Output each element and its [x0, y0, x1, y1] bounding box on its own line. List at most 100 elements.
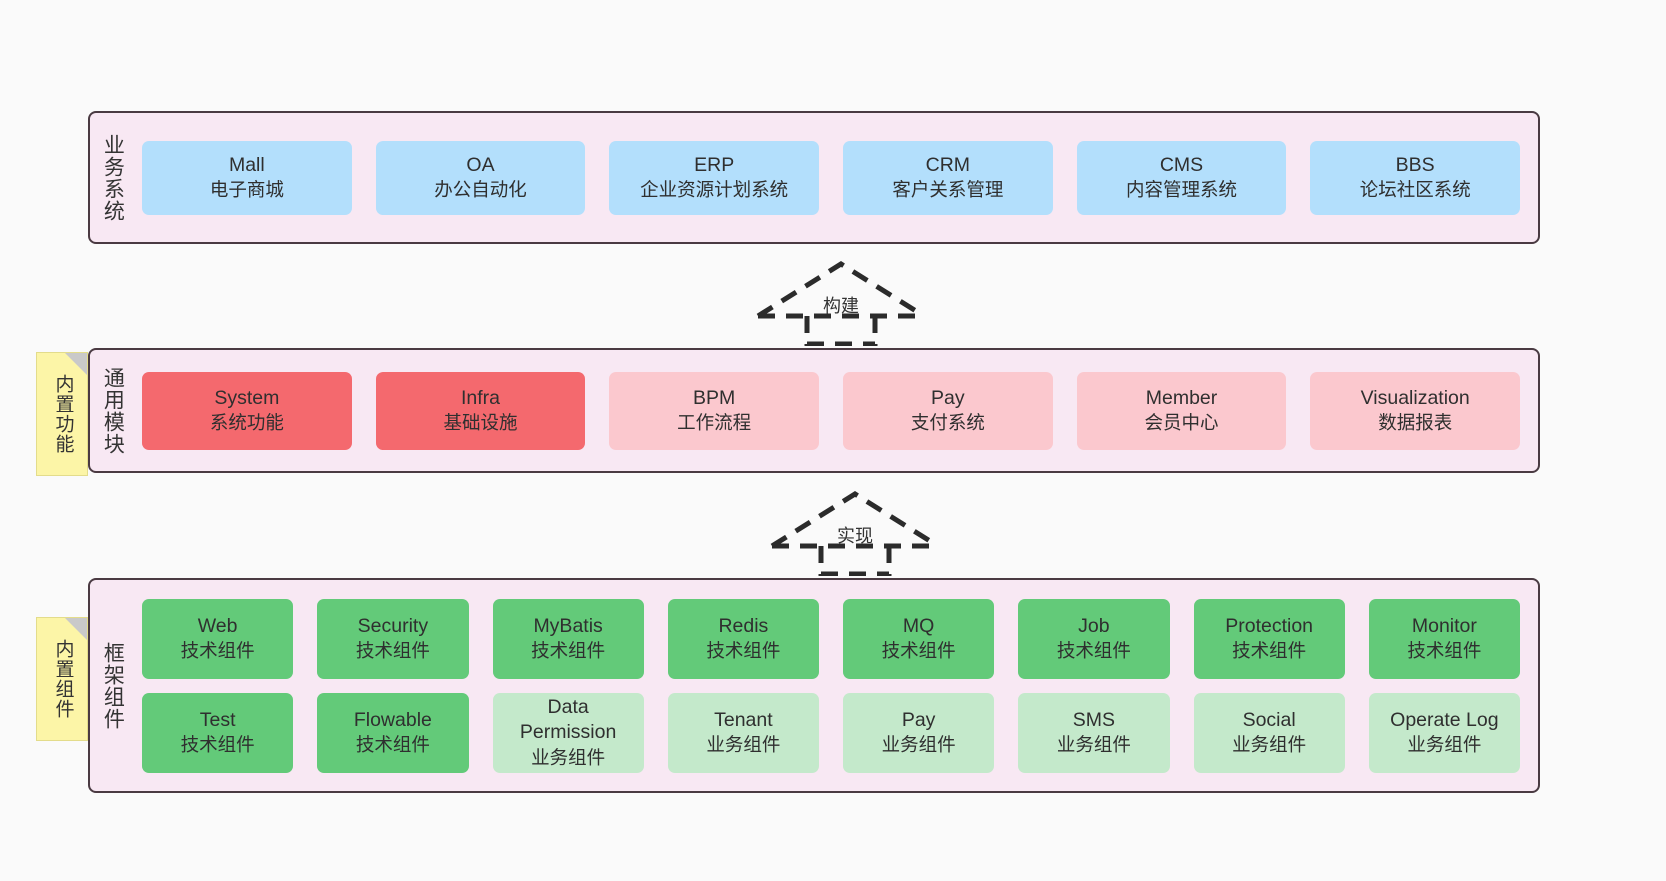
card-social[interactable]: Social 业务组件: [1193, 692, 1345, 773]
common-card-row: System 系统功能 Infra 基础设施 BPM 工作流程 Pay 支付系统…: [142, 371, 1521, 450]
card-bbs[interactable]: BBS 论坛社区系统: [1310, 140, 1521, 215]
card-infra[interactable]: Infra 基础设施: [375, 371, 586, 450]
card-bbs-title: BBS: [1395, 153, 1435, 176]
card-test[interactable]: Test 技术组件: [142, 692, 294, 773]
note-builtin-functions-label: 内置功能: [52, 374, 74, 454]
card-cms[interactable]: CMS 内容管理系统: [1076, 140, 1287, 215]
card-operate-log-subtitle: 业务组件: [1407, 734, 1482, 756]
card-mq-title: MQ: [902, 614, 935, 637]
card-infra-title: Infra: [460, 386, 501, 409]
card-protection-subtitle: 技术组件: [1232, 640, 1307, 662]
card-operate-log[interactable]: Operate Log 业务组件: [1368, 692, 1520, 773]
card-tenant-title: Tenant: [714, 708, 773, 731]
card-security-subtitle: 技术组件: [355, 640, 430, 662]
card-data-permission[interactable]: Data Permission 业务组件: [492, 692, 644, 773]
card-mall-title: Mall: [228, 153, 265, 176]
layer-business-system: 业务系统 Mall 电子商城 OA 办公自动化 ERP 企业资源计划系统 CRM…: [88, 111, 1540, 244]
note-builtin-components-label: 内置组件: [52, 639, 74, 719]
card-system-title: System: [214, 386, 280, 409]
card-pay-component[interactable]: Pay 业务组件: [843, 692, 995, 773]
card-mq[interactable]: MQ 技术组件: [843, 598, 995, 679]
note-builtin-components: 内置组件: [36, 617, 88, 741]
card-sms[interactable]: SMS 业务组件: [1018, 692, 1170, 773]
card-bbs-subtitle: 论坛社区系统: [1359, 179, 1471, 201]
card-mq-subtitle: 技术组件: [881, 640, 956, 662]
card-visualization-title: Visualization: [1360, 386, 1470, 409]
card-mybatis[interactable]: MyBatis 技术组件: [492, 598, 644, 679]
card-test-subtitle: 技术组件: [180, 734, 255, 756]
card-pay-module[interactable]: Pay 支付系统: [843, 371, 1053, 450]
implement-arrow-icon: [770, 491, 940, 576]
card-sms-title: SMS: [1072, 708, 1115, 731]
card-tenant-subtitle: 业务组件: [706, 734, 781, 756]
card-web[interactable]: Web 技术组件: [142, 598, 294, 679]
card-data-permission-title: Data Permission: [519, 696, 617, 744]
card-protection-title: Protection: [1225, 614, 1314, 637]
card-erp-subtitle: 企业资源计划系统: [640, 179, 789, 201]
card-security[interactable]: Security 技术组件: [317, 598, 469, 679]
card-visualization[interactable]: Visualization 数据报表: [1310, 371, 1521, 450]
layer-title-common-module: 通用模块: [101, 366, 125, 455]
card-bpm-subtitle: 工作流程: [677, 412, 752, 434]
card-monitor-subtitle: 技术组件: [1407, 640, 1482, 662]
layer-common-module: 通用模块 System 系统功能 Infra 基础设施 BPM 工作流程 Pay…: [88, 348, 1540, 473]
card-oa-subtitle: 办公自动化: [434, 179, 527, 201]
card-system[interactable]: System 系统功能: [142, 371, 352, 450]
card-redis-title: Redis: [718, 614, 769, 637]
card-mall-subtitle: 电子商城: [209, 179, 284, 201]
connector-build-label: 构建: [823, 296, 859, 316]
card-cms-subtitle: 内容管理系统: [1126, 179, 1238, 201]
card-monitor[interactable]: Monitor 技术组件: [1368, 598, 1520, 679]
layer-body-framework-component: Web 技术组件 Security 技术组件 MyBatis 技术组件 Redi…: [134, 580, 1538, 791]
card-security-title: Security: [357, 614, 429, 637]
business-card-row: Mall 电子商城 OA 办公自动化 ERP 企业资源计划系统 CRM 客户关系…: [142, 140, 1521, 215]
card-job-subtitle: 技术组件: [1056, 640, 1131, 662]
card-visualization-subtitle: 数据报表: [1378, 412, 1453, 434]
card-mybatis-title: MyBatis: [533, 614, 603, 637]
card-bpm[interactable]: BPM 工作流程: [609, 371, 820, 450]
card-job-title: Job: [1078, 614, 1110, 637]
card-pay-module-title: Pay: [931, 386, 965, 409]
layer-body-common-module: System 系统功能 Infra 基础设施 BPM 工作流程 Pay 支付系统…: [134, 350, 1538, 471]
framework-business-row: Test 技术组件 Flowable 技术组件 Data Permission …: [142, 692, 1520, 773]
card-redis-subtitle: 技术组件: [706, 640, 781, 662]
connector-implement-arrow: 实现: [766, 488, 944, 576]
card-crm[interactable]: CRM 客户关系管理: [843, 140, 1053, 215]
layer-framework-component: 框架组件 Web 技术组件 Security 技术组件 MyBatis 技术组件…: [88, 578, 1540, 793]
card-operate-log-title: Operate Log: [1390, 708, 1499, 731]
layer-title-framework-component: 框架组件: [101, 641, 125, 730]
card-oa[interactable]: OA 办公自动化: [375, 140, 586, 215]
card-social-subtitle: 业务组件: [1232, 734, 1307, 756]
card-web-subtitle: 技术组件: [180, 640, 255, 662]
card-protection[interactable]: Protection 技术组件: [1193, 598, 1345, 679]
card-system-subtitle: 系统功能: [209, 412, 284, 434]
card-bpm-title: BPM: [693, 386, 736, 409]
card-member[interactable]: Member 会员中心: [1076, 371, 1287, 450]
card-redis[interactable]: Redis 技术组件: [667, 598, 819, 679]
layer-body-business-system: Mall 电子商城 OA 办公自动化 ERP 企业资源计划系统 CRM 客户关系…: [134, 113, 1538, 242]
card-crm-title: CRM: [925, 153, 971, 176]
card-flowable-subtitle: 技术组件: [355, 734, 430, 756]
card-flowable[interactable]: Flowable 技术组件: [317, 692, 469, 773]
card-monitor-title: Monitor: [1411, 614, 1477, 637]
card-test-title: Test: [199, 708, 236, 731]
card-sms-subtitle: 业务组件: [1056, 734, 1131, 756]
card-mybatis-subtitle: 技术组件: [531, 640, 606, 662]
card-pay-component-title: Pay: [901, 708, 936, 731]
connector-implement-label: 实现: [837, 526, 873, 546]
card-job[interactable]: Job 技术组件: [1018, 598, 1170, 679]
card-tenant[interactable]: Tenant 业务组件: [667, 692, 819, 773]
card-web-title: Web: [197, 614, 238, 637]
card-flowable-title: Flowable: [353, 708, 432, 731]
build-arrow-icon: [756, 261, 926, 346]
card-mall[interactable]: Mall 电子商城: [142, 140, 352, 215]
card-social-title: Social: [1242, 708, 1296, 731]
card-member-title: Member: [1145, 386, 1218, 409]
card-pay-component-subtitle: 业务组件: [881, 734, 956, 756]
layer-title-business-system: 业务系统: [101, 133, 125, 222]
connector-build-arrow: 构建: [752, 258, 930, 346]
card-infra-subtitle: 基础设施: [443, 412, 518, 434]
card-erp[interactable]: ERP 企业资源计划系统: [609, 140, 820, 215]
card-oa-title: OA: [466, 153, 495, 176]
